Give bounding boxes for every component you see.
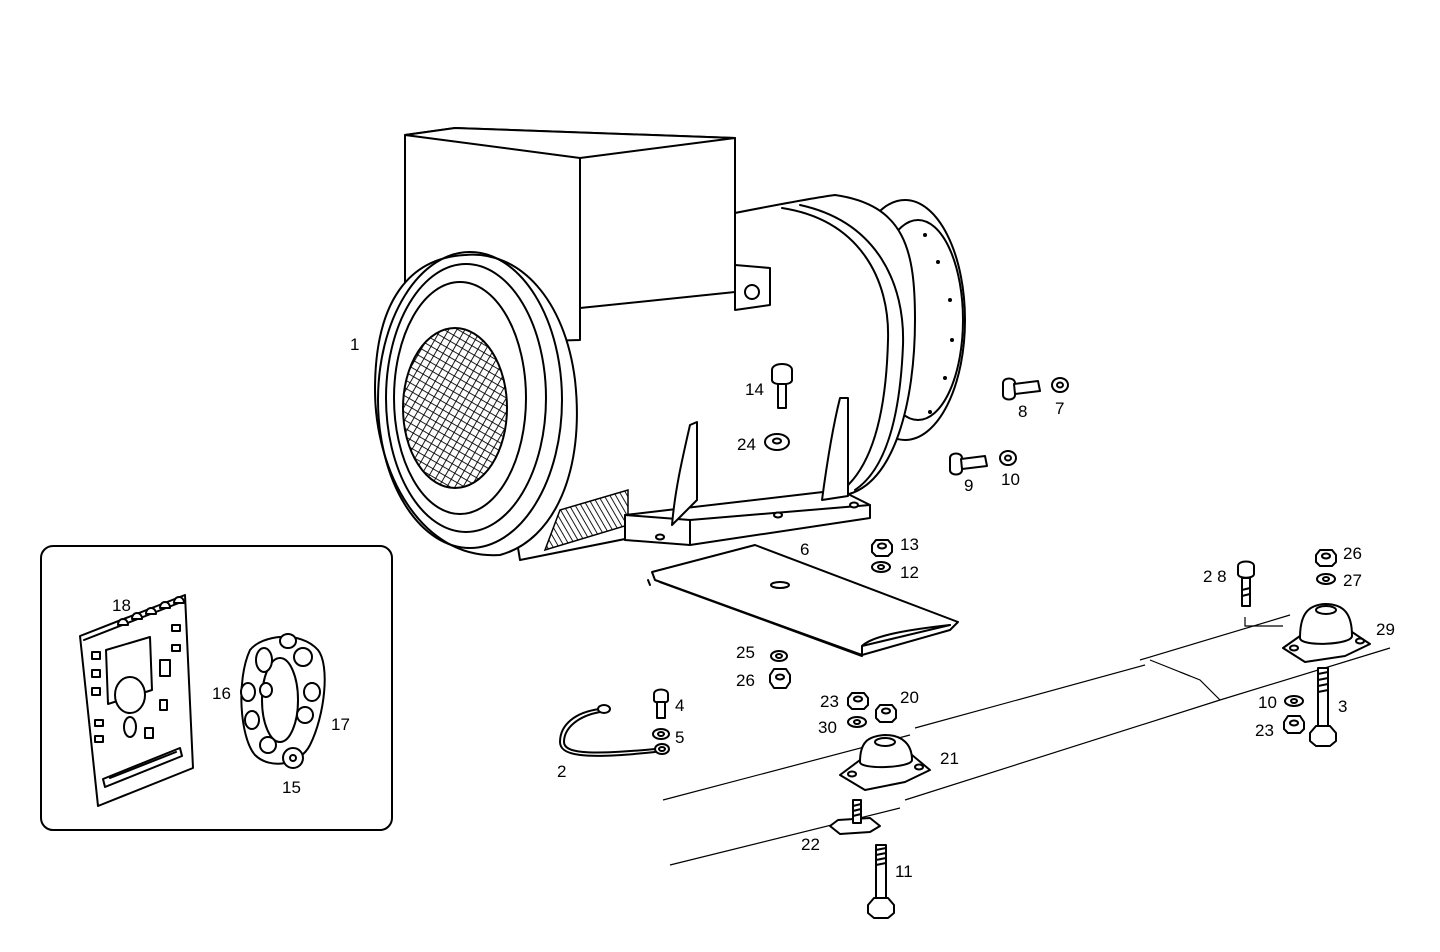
front-bell-rim-1 xyxy=(377,251,563,549)
label-30: 30 xyxy=(818,718,837,737)
label-26a: 26 xyxy=(736,671,755,690)
part-labels: 1 2 3 4 5 6 7 8 9 10 10 11 12 13 14 15 1… xyxy=(112,335,1395,881)
inset-panel xyxy=(40,545,393,831)
label-18: 18 xyxy=(112,596,131,615)
bolt-4 xyxy=(653,688,669,719)
label-9: 9 xyxy=(964,476,973,495)
washer-10a xyxy=(999,450,1017,466)
base-plate xyxy=(647,544,959,657)
label-11: 11 xyxy=(895,862,913,881)
label-1: 1 xyxy=(350,335,359,354)
bolt-11 xyxy=(867,844,895,919)
label-20: 20 xyxy=(900,688,919,707)
nut-23b xyxy=(1283,715,1305,734)
bolt-3 xyxy=(1309,667,1337,747)
label-24: 24 xyxy=(737,435,756,454)
label-22: 22 xyxy=(801,835,820,854)
stud-plate-22 xyxy=(829,799,881,835)
bolt-14 xyxy=(771,363,793,409)
bolt-9 xyxy=(949,452,988,476)
body-rear-seam xyxy=(781,207,890,493)
alternator-assembly xyxy=(374,127,966,561)
washer-12 xyxy=(871,561,891,573)
label-21: 21 xyxy=(940,749,959,768)
mounting-foot xyxy=(624,397,871,546)
washer-27 xyxy=(1316,573,1336,585)
label-25: 25 xyxy=(736,643,755,662)
washer-24 xyxy=(764,433,790,451)
bolt-28 xyxy=(1237,560,1255,607)
nut-7 xyxy=(1051,377,1069,393)
anti-vibration-mount-29 xyxy=(1282,603,1371,663)
front-bell-rim-2 xyxy=(385,263,547,533)
label-16: 16 xyxy=(212,684,231,703)
label-14: 14 xyxy=(745,380,764,399)
nut-26a xyxy=(769,668,791,689)
body-rear-seam-2 xyxy=(799,204,905,491)
front-bell-inner xyxy=(393,281,527,515)
air-inlet-grille xyxy=(402,327,508,489)
label-5: 5 xyxy=(675,728,684,747)
label-29: 29 xyxy=(1376,620,1395,639)
washer-10b xyxy=(1284,695,1304,707)
label-12: 12 xyxy=(900,563,919,582)
label-6: 6 xyxy=(800,540,809,559)
label-26b: 26 xyxy=(1343,544,1362,563)
label-23a: 23 xyxy=(820,692,839,711)
label-8: 8 xyxy=(1018,402,1027,421)
bolt-8 xyxy=(1002,377,1041,401)
washer-25 xyxy=(770,650,788,662)
nut-20 xyxy=(875,704,897,723)
label-4: 4 xyxy=(675,696,684,715)
label-23b: 23 xyxy=(1255,721,1274,740)
voltage-regulator-board-18 xyxy=(79,594,194,807)
ground-cable-2 xyxy=(559,704,656,757)
label-10b: 10 xyxy=(1258,693,1277,712)
label-27: 27 xyxy=(1343,571,1362,590)
nut-13 xyxy=(871,539,893,557)
label-17: 17 xyxy=(331,715,350,734)
label-15: 15 xyxy=(282,778,301,797)
label-10a: 10 xyxy=(1001,470,1020,489)
anti-vibration-mount-21 xyxy=(839,734,931,791)
label-13: 13 xyxy=(900,535,919,554)
label-28: 2 8 xyxy=(1203,567,1227,586)
nut-26b xyxy=(1315,549,1337,567)
label-2: 2 xyxy=(557,762,566,781)
rear-flange-bolt-holes xyxy=(923,233,954,414)
nut-23a xyxy=(847,692,869,710)
label-7: 7 xyxy=(1055,399,1064,418)
rectifier-wheel-15-16-17 xyxy=(240,633,326,769)
label-3: 3 xyxy=(1338,697,1347,716)
washer-30 xyxy=(847,716,867,728)
washer-5 xyxy=(652,728,670,755)
